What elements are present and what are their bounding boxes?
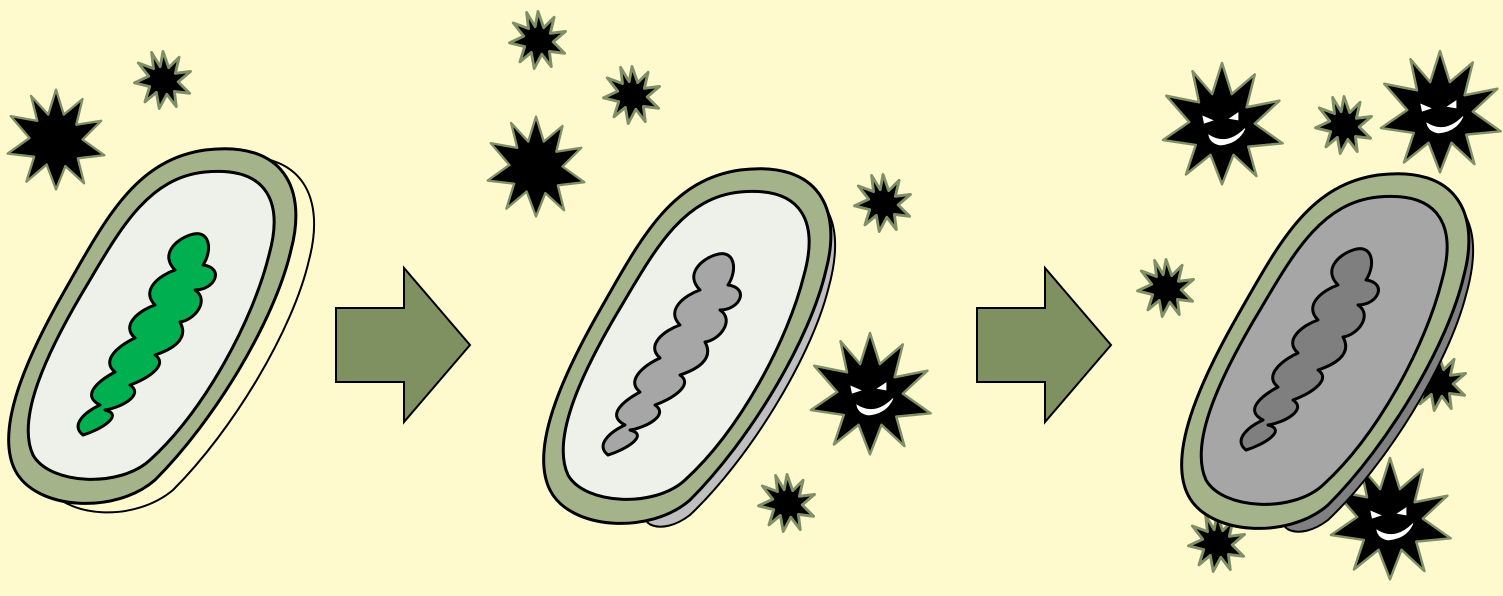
free-radical-icon — [1316, 97, 1372, 154]
free-radical-icon — [510, 11, 566, 68]
right-arrow-icon — [336, 268, 470, 422]
smiling-free-radical-icon — [1381, 51, 1501, 172]
free-radical-icon — [8, 90, 105, 190]
stage-healthy — [8, 52, 314, 513]
smiling-free-radical-icon — [1163, 63, 1283, 184]
mitochondrion-icon — [9, 149, 314, 513]
mitochondrion-icon — [544, 169, 835, 527]
free-radical-icon — [135, 52, 191, 109]
free-radical-icon — [759, 475, 815, 532]
right-arrow-icon — [977, 268, 1111, 422]
free-radical-icon — [488, 117, 585, 217]
smiling-free-radical-icon — [811, 333, 931, 454]
mitochondrion-icon — [1182, 174, 1473, 532]
free-radical-icon — [1138, 260, 1194, 317]
stage-damaged — [488, 11, 931, 531]
free-radical-icon — [604, 67, 660, 124]
free-radical-icon — [855, 175, 911, 232]
stage-dysfunctional — [1138, 51, 1501, 579]
